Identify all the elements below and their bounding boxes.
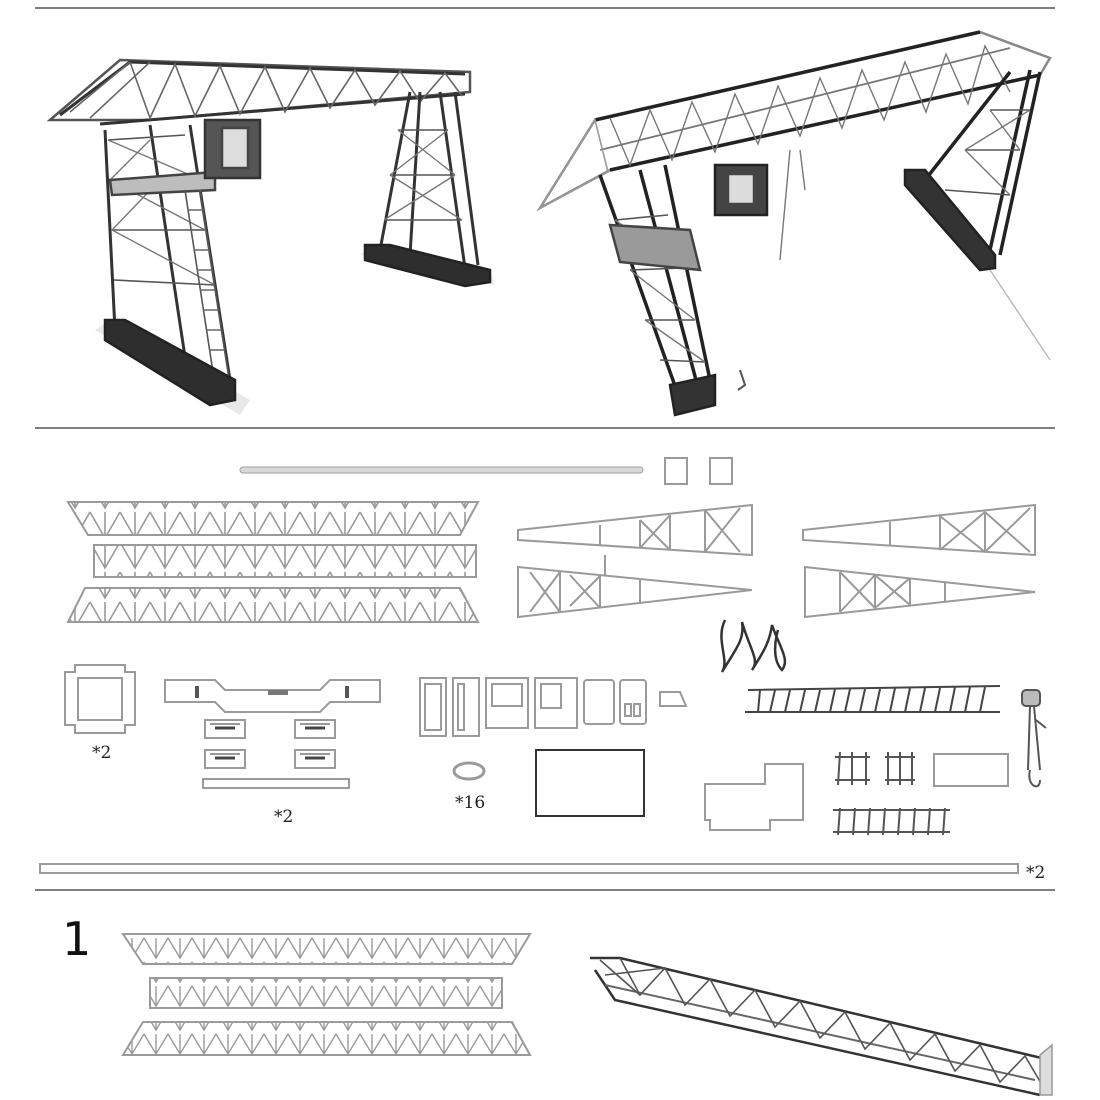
step1-girder-parts <box>121 933 532 1056</box>
part-ring <box>452 761 486 781</box>
part-ladder-long <box>745 685 1001 713</box>
part-leg-tapered <box>804 565 1036 619</box>
qty-label-frame: *2 <box>92 743 111 763</box>
part-rod <box>239 466 644 474</box>
part-bogie-wheels <box>204 719 336 769</box>
part-bogie-strip <box>202 778 350 789</box>
part-girder-top <box>66 501 480 536</box>
assembled-truss-girder-icon <box>590 956 1053 1097</box>
part-square-plate <box>664 457 688 485</box>
gantry-crane-model-front-icon <box>46 58 495 415</box>
gantry-crane-model-angle-icon <box>536 30 1052 417</box>
part-hook-icon <box>1021 689 1047 788</box>
part-girder-middle <box>93 544 477 578</box>
part-base-plate <box>535 749 645 817</box>
part-rail <box>39 863 1019 874</box>
part-small-grids <box>833 751 1009 836</box>
part-bogie-beam <box>164 679 381 713</box>
part-leg-tapered <box>517 503 753 557</box>
part-square-plate <box>709 457 733 485</box>
part-leg-tapered <box>517 555 753 619</box>
part-platform-plate <box>704 763 804 831</box>
part-cabin-panels <box>419 677 688 737</box>
qty-label-ring: *16 <box>455 793 485 813</box>
step-number: 1 <box>62 912 91 966</box>
part-square-frame <box>64 664 136 734</box>
part-girder-bottom <box>66 587 480 623</box>
qty-label-rail: *2 <box>1026 863 1045 883</box>
parts-sheet: *2 *2 <box>39 457 1047 883</box>
part-cable <box>720 619 787 673</box>
qty-label-bogie: *2 <box>274 807 293 827</box>
part-leg-tapered <box>802 503 1036 557</box>
